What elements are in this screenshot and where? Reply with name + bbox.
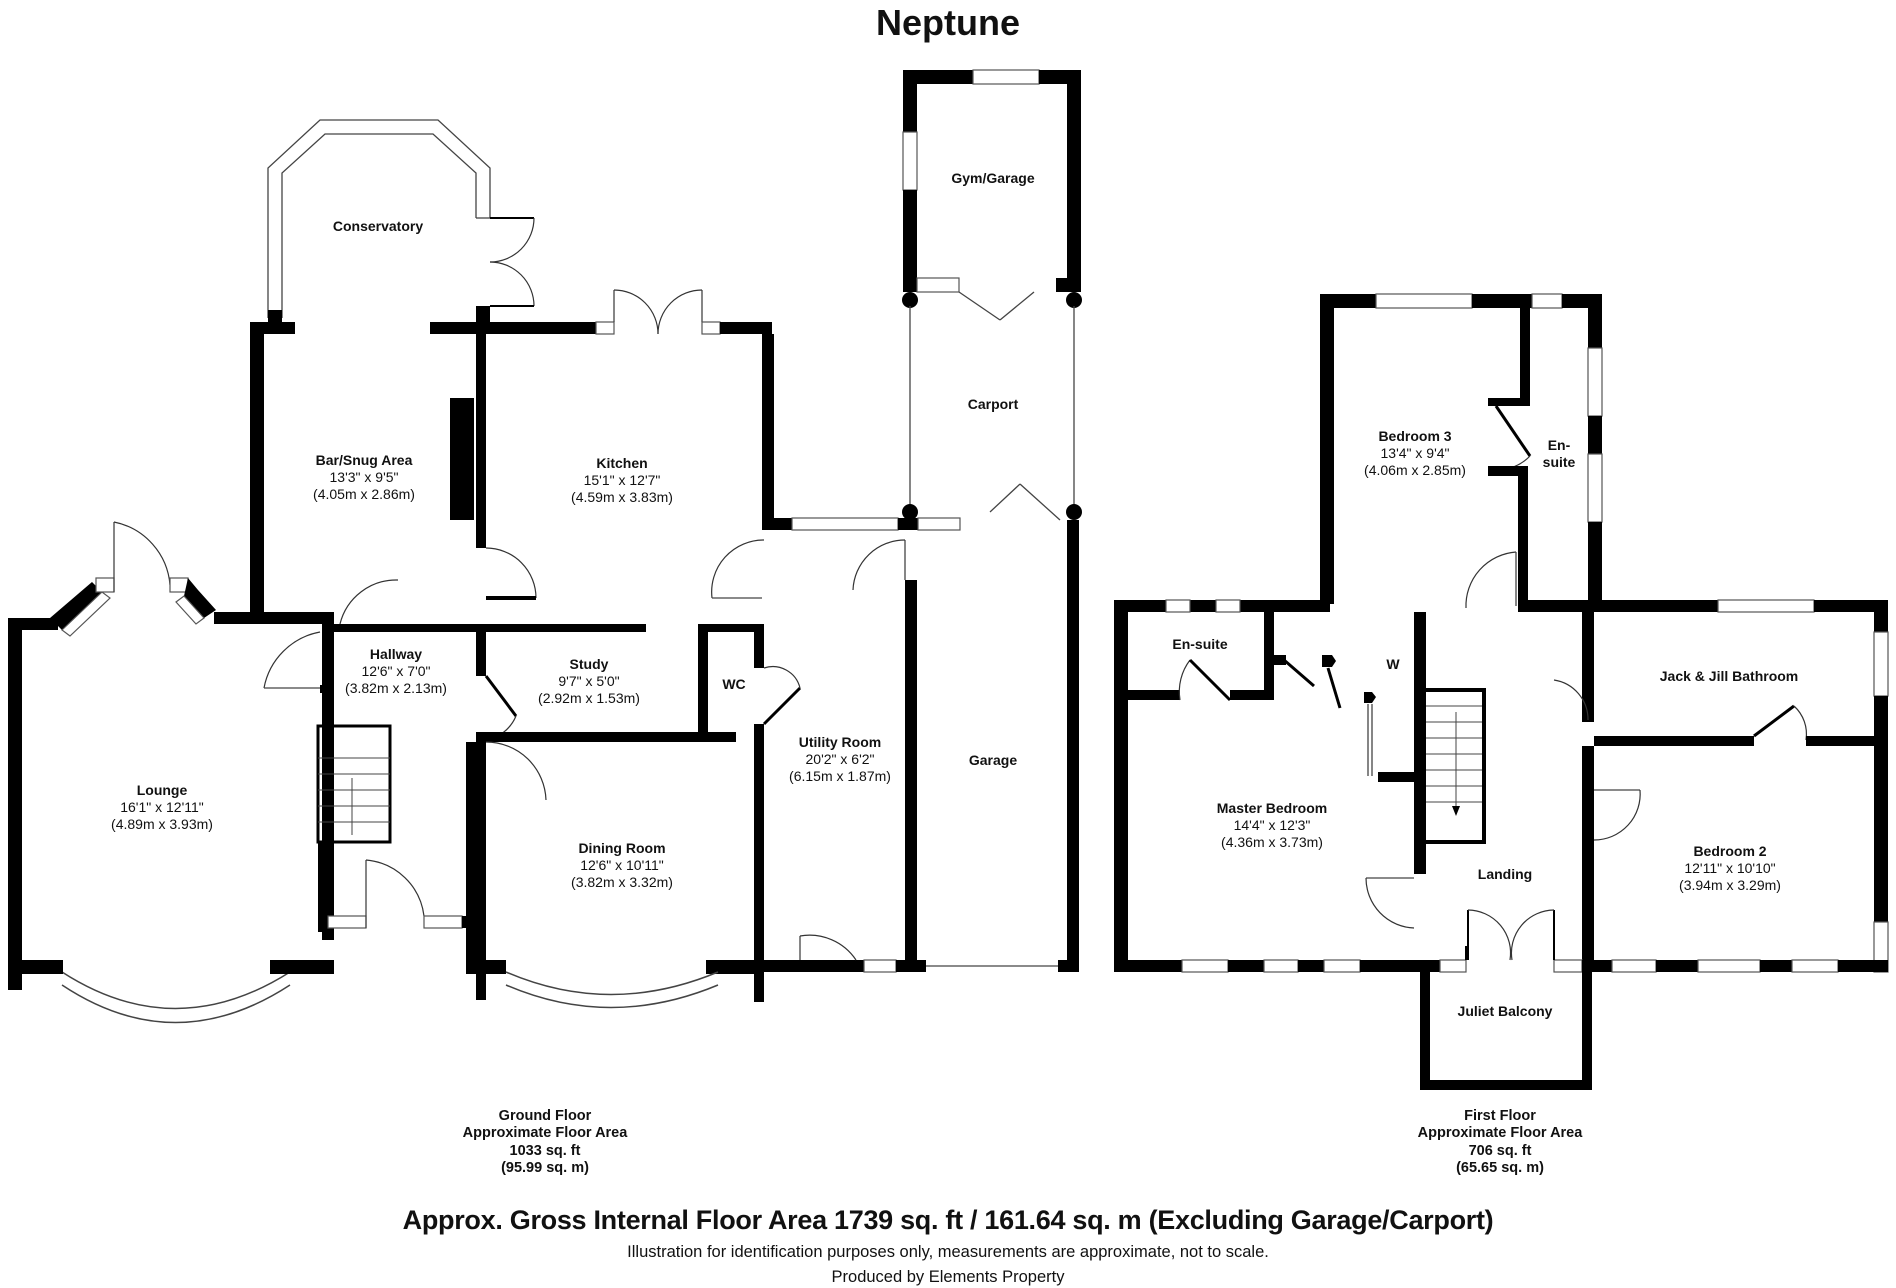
room-wardrobe: W [1386, 656, 1399, 673]
room-name: Jack & Jill Bathroom [1659, 668, 1799, 684]
room-garage: Garage [969, 752, 1017, 769]
room-name: En-suite [1172, 636, 1228, 652]
room-name: Dining Room [578, 840, 666, 856]
room-name: Carport [967, 396, 1019, 412]
room-size-imperial: 12'6" x 10'11" [580, 856, 664, 873]
room-name: WC [722, 676, 746, 692]
room-name: Bar/Snug Area [315, 452, 413, 468]
room-size-metric: (6.15m x 1.87m) [789, 767, 891, 784]
room-study: Study 9'7" x 5'0" (2.92m x 1.53m) [538, 656, 640, 706]
room-size-imperial: 9'7" x 5'0" [558, 672, 620, 689]
room-size-imperial: 14'4" x 12'3" [1233, 816, 1311, 833]
first-floor-plan [1114, 293, 1889, 1090]
room-name: Master Bedroom [1216, 800, 1328, 816]
floor-label: Ground Floor [498, 1108, 592, 1124]
first-floor-summary: First Floor Approximate Floor Area 706 s… [1418, 1108, 1583, 1178]
room-size-imperial: 20'2" x 6'2" [805, 750, 875, 767]
room-size-imperial: 15'1" x 12'7" [583, 471, 661, 488]
ground-floor-summary: Ground Floor Approximate Floor Area 1033… [463, 1108, 628, 1178]
gross-floor-area: Approx. Gross Internal Floor Area 1739 s… [402, 1205, 1494, 1235]
room-name: Bedroom 3 [1378, 428, 1452, 444]
room-wc: WC [722, 676, 745, 693]
room-jack-jill-bathroom: Jack & Jill Bathroom [1660, 668, 1799, 685]
producer-credit: Produced by Elements Property [831, 1268, 1065, 1286]
room-name: Hallway [369, 646, 423, 662]
room-lounge: Lounge 16'1" x 12'11" (4.89m x 3.93m) [111, 782, 213, 832]
room-name: Conservatory [332, 218, 424, 234]
room-size-metric: (3.82m x 2.13m) [345, 679, 447, 696]
room-name: W [1386, 656, 1400, 672]
room-name: Lounge [136, 782, 188, 798]
room-name: En-suite [1542, 437, 1576, 470]
room-size-imperial: 13'4" x 9'4" [1380, 444, 1450, 461]
floor-area-sqft: 706 sq. ft [1468, 1142, 1532, 1159]
room-size-metric: (4.06m x 2.85m) [1364, 461, 1466, 478]
room-name: Gym/Garage [951, 170, 1035, 186]
floor-area-sqm: (95.99 sq. m) [501, 1160, 589, 1177]
room-size-imperial: 12'6" x 7'0" [361, 662, 431, 679]
room-size-imperial: 13'3" x 9'5" [329, 468, 399, 485]
room-gym-garage: Gym/Garage [951, 170, 1034, 187]
room-size-metric: (3.82m x 3.32m) [571, 873, 673, 890]
ground-floor-plan [8, 69, 1082, 1024]
room-name: Utility Room [798, 734, 882, 750]
room-size-metric: (2.92m x 1.53m) [538, 689, 640, 706]
room-ensuite-master: En-suite [1172, 636, 1227, 653]
floor-label: First Floor [1464, 1108, 1536, 1124]
room-dining: Dining Room 12'6" x 10'11" (3.82m x 3.32… [571, 840, 673, 890]
room-bedroom-3: Bedroom 3 13'4" x 9'4" (4.06m x 2.85m) [1364, 428, 1466, 478]
room-kitchen: Kitchen 15'1" x 12'7" (4.59m x 3.83m) [571, 455, 673, 505]
room-landing: Landing [1478, 866, 1532, 883]
room-bedroom-2: Bedroom 2 12'11" x 10'10" (3.94m x 3.29m… [1679, 843, 1781, 893]
room-size-metric: (4.05m x 2.86m) [313, 485, 415, 502]
room-size-imperial: 12'11" x 10'10" [1684, 859, 1776, 876]
room-master-bedroom: Master Bedroom 14'4" x 12'3" (4.36m x 3.… [1217, 800, 1327, 850]
disclaimer: Illustration for identification purposes… [627, 1243, 1269, 1261]
room-name: Study [569, 656, 609, 672]
room-size-imperial: 16'1" x 12'11" [120, 798, 204, 815]
plan-title: Neptune [876, 2, 1020, 43]
room-bar-snug: Bar/Snug Area 13'3" x 9'5" (4.05m x 2.86… [313, 452, 415, 502]
floor-area-label: Approximate Floor Area [462, 1125, 628, 1142]
room-conservatory: Conservatory [333, 218, 423, 235]
floor-area-sqft: 1033 sq. ft [509, 1142, 581, 1159]
room-ensuite-bedroom-3: En-suite [1537, 437, 1581, 471]
room-name: Bedroom 2 [1693, 843, 1767, 859]
floor-area-label: Approximate Floor Area [1417, 1125, 1583, 1142]
room-name: Juliet Balcony [1457, 1003, 1553, 1019]
room-name: Garage [968, 752, 1018, 768]
room-size-metric: (4.59m x 3.83m) [571, 488, 673, 505]
room-size-metric: (3.94m x 3.29m) [1679, 876, 1781, 893]
room-size-metric: (4.36m x 3.73m) [1221, 833, 1323, 850]
room-hallway: Hallway 12'6" x 7'0" (3.82m x 2.13m) [345, 646, 447, 696]
room-carport: Carport [968, 396, 1019, 413]
room-utility: Utility Room 20'2" x 6'2" (6.15m x 1.87m… [789, 734, 891, 784]
room-name: Landing [1477, 866, 1533, 882]
floor-area-sqm: (65.65 sq. m) [1456, 1160, 1544, 1177]
room-juliet-balcony: Juliet Balcony [1458, 1003, 1553, 1020]
room-name: Kitchen [596, 455, 648, 471]
room-size-metric: (4.89m x 3.93m) [111, 815, 213, 832]
